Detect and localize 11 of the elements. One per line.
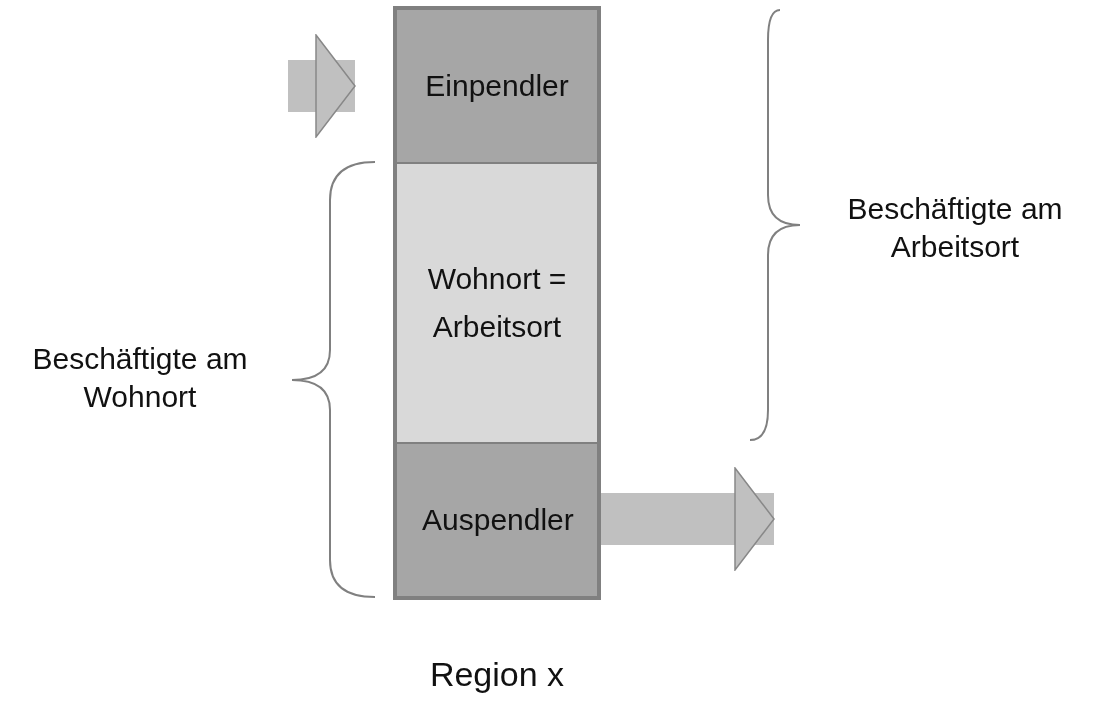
commuter-band [397,442,597,596]
brace-label: Beschäftigte am Arbeitsort [846,191,1064,265]
band-label: Auspendler [422,502,572,538]
resident-band [397,162,597,442]
commuter-band [397,10,597,162]
caption: Region x [428,655,566,694]
block-arrow [288,34,356,138]
band-label: Einpendler [424,68,570,104]
band-label: Wohnort = Arbeitsort [426,261,568,345]
block-arrow [601,467,775,571]
brace-label: Beschäftigte am Wohnort [31,341,249,415]
